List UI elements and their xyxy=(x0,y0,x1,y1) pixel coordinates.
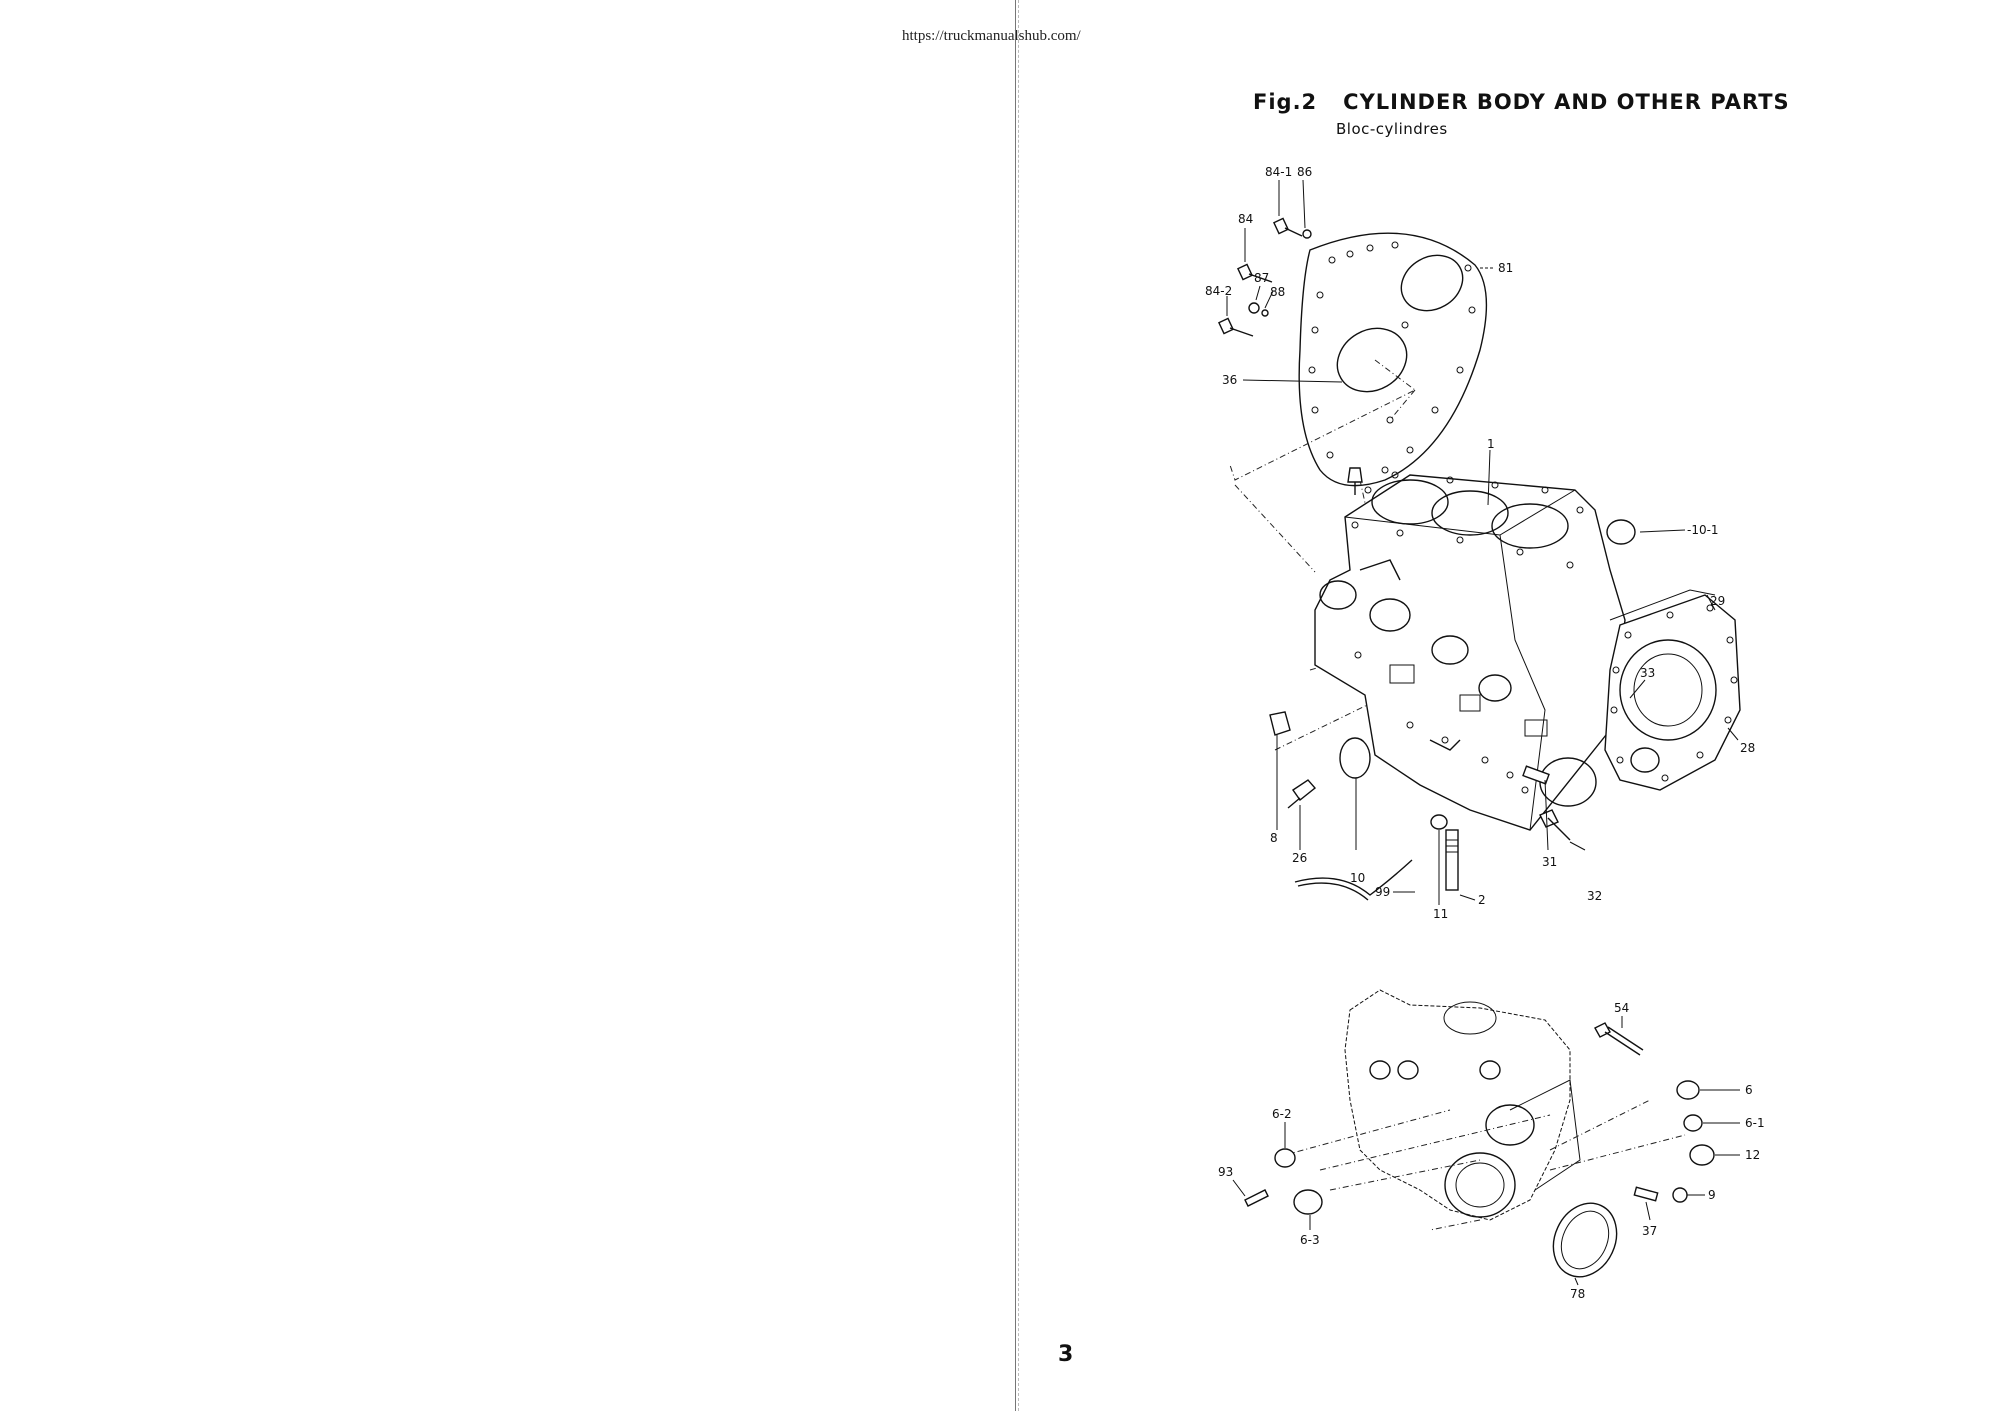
page-number: 3 xyxy=(1058,1342,1074,1367)
callout-6-2: 6-2 xyxy=(1272,1107,1292,1121)
callout-54: 54 xyxy=(1614,1001,1629,1015)
callout-26: 26 xyxy=(1292,851,1307,865)
callout-28: 28 xyxy=(1740,741,1755,755)
callout-9: 9 xyxy=(1708,1188,1716,1202)
figure-number: Fig.2 xyxy=(1253,90,1318,114)
callout-84-1: 84-1 xyxy=(1265,165,1292,179)
plate-leaders xyxy=(1226,179,1306,316)
callout-11: 11 xyxy=(1433,907,1448,921)
exploded-parts-diagram: 84-1 86 84 81 87 88 84-2 36 1 -10-1 29 3… xyxy=(1205,165,1765,1300)
callout-8: 8 xyxy=(1270,831,1278,845)
lower-detail-view xyxy=(1244,989,1715,1278)
figure-title: Fig.2 CYLINDER BODY AND OTHER PARTS xyxy=(1253,90,1790,114)
callout-2: 2 xyxy=(1478,893,1486,907)
cylinder-block-1 xyxy=(1314,471,1626,831)
callout-88: 88 xyxy=(1270,285,1285,299)
callout-78: 78 xyxy=(1570,1287,1585,1300)
callout-84: 84 xyxy=(1238,212,1253,226)
callout-99: 99 xyxy=(1375,885,1390,899)
callout-36: 36 xyxy=(1222,373,1237,387)
rear-plate-81 xyxy=(1298,232,1493,487)
callout-6-1: 6-1 xyxy=(1745,1116,1765,1130)
callout-31: 31 xyxy=(1542,855,1557,869)
callout-81: 81 xyxy=(1498,261,1513,275)
lower-leaders xyxy=(1232,1016,1740,1286)
callout-87: 87 xyxy=(1254,271,1269,285)
callout-32: 32 xyxy=(1587,889,1602,903)
source-url[interactable]: https://truckmanualshub.com/ xyxy=(902,28,1081,44)
callout-93: 93 xyxy=(1218,1165,1233,1179)
small-parts-main xyxy=(1269,467,1636,901)
callout-86: 86 xyxy=(1297,165,1312,179)
callout-1: 1 xyxy=(1487,437,1495,451)
callout-6: 6 xyxy=(1745,1083,1753,1097)
callout-6-3: 6-3 xyxy=(1300,1233,1320,1247)
callout-29: 29 xyxy=(1710,594,1725,608)
page-fold-line xyxy=(1015,0,1016,1411)
callout-10-1: -10-1 xyxy=(1687,523,1719,537)
callout-84-2: 84-2 xyxy=(1205,284,1232,298)
figure-title-text: CYLINDER BODY AND OTHER PARTS xyxy=(1343,90,1790,114)
callout-12: 12 xyxy=(1745,1148,1760,1162)
page-fold-shadow xyxy=(1018,0,1019,1411)
main-leaders xyxy=(1242,379,1739,905)
figure-subtitle: Bloc-cylindres xyxy=(1336,120,1448,138)
callout-10: 10 xyxy=(1350,871,1365,885)
rear-housing-28 xyxy=(1604,589,1741,791)
plate-bolts xyxy=(1218,217,1312,337)
callout-37: 37 xyxy=(1642,1224,1657,1238)
callout-33: 33 xyxy=(1640,666,1655,680)
